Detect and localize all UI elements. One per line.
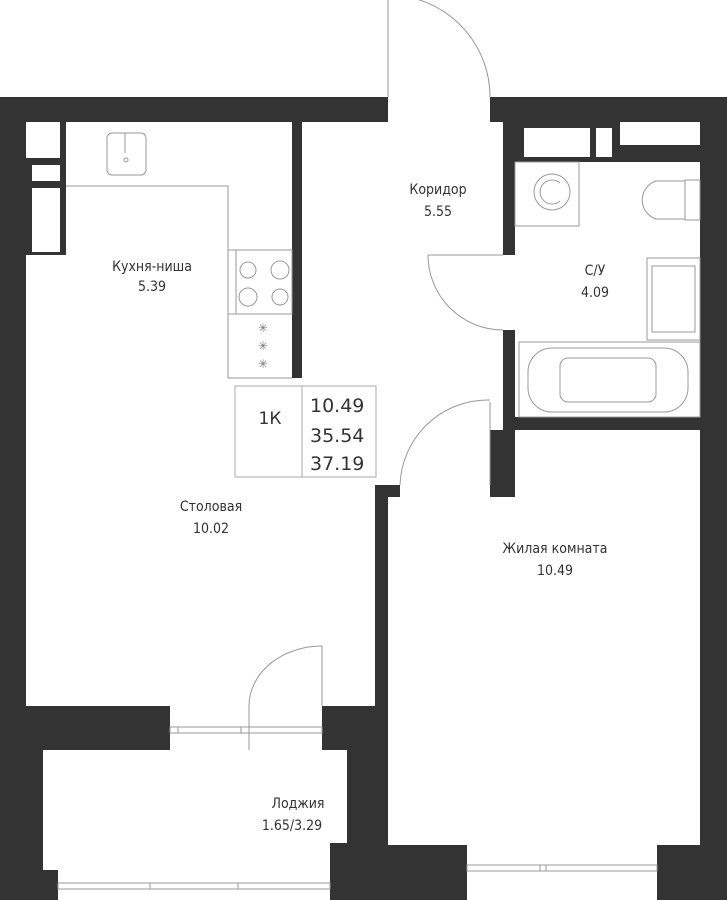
vent-box	[26, 122, 60, 158]
total-area: 35.54	[310, 425, 364, 447]
loggia-area: 1.65/3.29	[262, 818, 322, 834]
bathroom-area: 4.09	[581, 285, 609, 301]
kitchen-area: 5.39	[138, 279, 166, 295]
vent-box	[596, 128, 612, 157]
stove-icon	[227, 249, 293, 315]
apartment-info-box: 1К 10.49 35.54 37.19	[234, 385, 377, 478]
bathroom-door	[427, 254, 504, 331]
kitchen-wall	[292, 122, 302, 378]
kitchen-fixtures: ✳ ✳ ✳	[66, 132, 293, 379]
balcony-door-opening	[170, 703, 322, 753]
total-area-with-loggia: 37.19	[310, 453, 364, 475]
svg-text:✳: ✳	[258, 339, 268, 353]
loggia-window	[58, 868, 330, 900]
living-partition-stub	[376, 485, 400, 497]
vent-box	[32, 165, 60, 181]
living-name: Жилая комната	[503, 541, 608, 557]
room-labels: Кухня-ниша 5.39 Коридор 5.55 С/У 4.09 Ст…	[112, 182, 609, 834]
bathroom-bottom-wall	[503, 417, 700, 430]
bathroom-door-opening	[500, 255, 518, 330]
kitchen-name: Кухня-ниша	[112, 259, 192, 275]
bathroom-wall-lower	[503, 330, 515, 430]
corridor-area: 5.55	[424, 204, 452, 220]
svg-text:✳: ✳	[258, 321, 268, 335]
living-area-total: 10.49	[310, 395, 364, 417]
vent-box	[524, 128, 590, 157]
living-wall-stub	[490, 430, 503, 497]
bathroom-shaft-gap	[620, 122, 700, 145]
corridor-name: Коридор	[409, 182, 466, 198]
dining-name: Столовая	[180, 499, 242, 515]
apartment-type: 1К	[259, 409, 282, 429]
room-bathroom	[515, 162, 700, 417]
fan-icons: ✳ ✳ ✳	[258, 321, 268, 371]
living-door-opening	[400, 480, 490, 500]
balcony-door	[248, 645, 323, 750]
room-loggia	[43, 750, 347, 870]
windows	[57, 726, 658, 890]
basin-cabinet	[646, 257, 701, 341]
loggia-step	[330, 843, 350, 873]
dining-area: 10.02	[193, 521, 229, 537]
toilet-icon	[641, 180, 686, 220]
svg-text:✳: ✳	[258, 357, 268, 371]
vent-box	[32, 188, 60, 252]
bathtub-icon	[518, 341, 701, 418]
entrance-opening	[388, 90, 490, 125]
bathroom-name: С/У	[585, 263, 606, 279]
bathroom-shaft-lip	[612, 145, 700, 153]
room-living-upper	[515, 430, 700, 500]
living-area: 10.49	[537, 563, 573, 579]
room-living	[388, 497, 700, 845]
doors	[248, 0, 504, 750]
living-door	[399, 399, 491, 486]
loggia-name: Лоджия	[272, 796, 325, 812]
bathroom-wall-upper	[503, 122, 515, 255]
entrance-door	[387, 0, 491, 98]
washing-machine-icon	[514, 161, 580, 227]
bathroom-fixtures	[514, 161, 701, 418]
sink-icon	[106, 132, 147, 176]
